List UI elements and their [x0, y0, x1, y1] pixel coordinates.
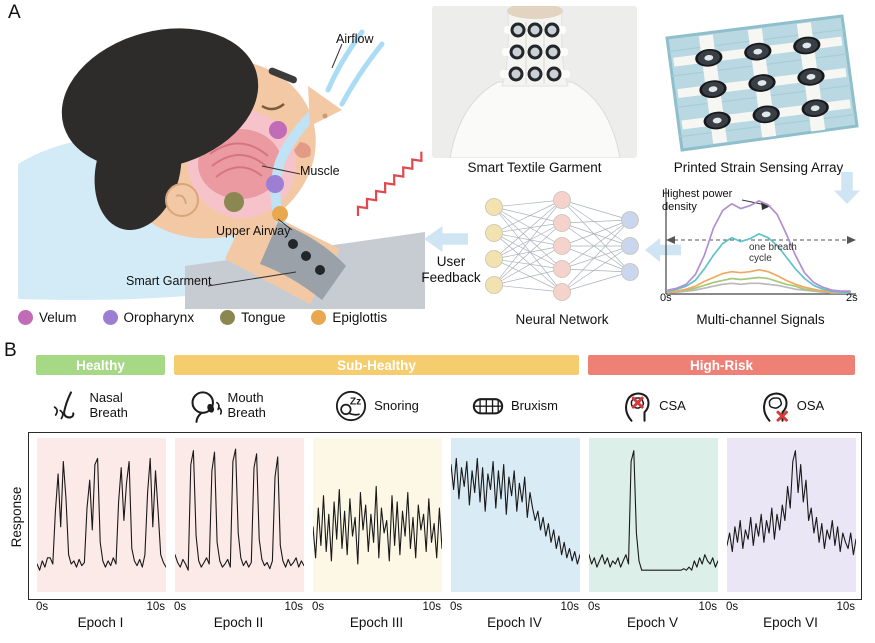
- brain-csa-icon: [625, 392, 650, 422]
- category-label: Sub-Healthy: [337, 357, 416, 373]
- x-start-tick: 0s: [450, 601, 463, 613]
- signals-caption: Multi-channel Signals: [696, 312, 825, 327]
- epoch-name: Epoch V: [626, 615, 679, 630]
- condition-label: Snoring: [374, 397, 419, 413]
- x-start-tick: 0s: [312, 601, 325, 613]
- condition-label: OSA: [796, 397, 825, 413]
- x-end-tick: 10s: [698, 601, 717, 613]
- epoch-plot-box: Response: [9, 432, 862, 600]
- category-sub-healthy: Sub-Healthy: [174, 355, 579, 375]
- epoch-1-footer: 0s 10s Epoch I: [36, 601, 165, 630]
- garment-photo-art: [432, 6, 637, 158]
- muscle-label: Muscle: [300, 164, 340, 178]
- epoch-6-waveform: [727, 438, 856, 592]
- x-end-tick: 10s: [560, 601, 579, 613]
- snoring-icon: Zz: [336, 390, 367, 422]
- nose-icon: [53, 391, 74, 420]
- x-end-tick: 10s: [284, 601, 303, 613]
- sleeping-head-anatomy-illustration: [18, 28, 425, 309]
- epoch-3-waveform: [313, 438, 442, 592]
- wireless-signal-icon: [356, 151, 423, 217]
- multichannel-signals-chart: [665, 188, 856, 295]
- epoch-2-footer: 0s 10s Epoch II: [174, 601, 303, 630]
- nn-caption: Neural Network: [515, 312, 609, 327]
- tongue-dot-icon: [220, 310, 236, 325]
- epoch-name: Epoch VI: [763, 615, 818, 630]
- anatomy-legend: Velum Oropharynx Tongue Epiglottis: [18, 310, 387, 325]
- condition-nasal-breath: Nasal Breath: [36, 383, 165, 429]
- category-high-risk: High-Risk: [588, 355, 855, 375]
- airway-osa-icon: [762, 392, 788, 422]
- mouth-breath-icon: [191, 391, 222, 423]
- panel-a-label: A: [8, 2, 21, 23]
- velum-region: [269, 121, 287, 139]
- flow-arrow-feedback-icon: [424, 226, 468, 252]
- epoch-4-footer: 0s 10s Epoch IV: [450, 601, 579, 630]
- legend-label: Epiglottis: [332, 310, 388, 325]
- mc-x-start: 0s: [660, 292, 672, 304]
- epoch-name: Epoch II: [213, 615, 264, 630]
- array-art: [665, 14, 859, 152]
- condition-mouth-breath: Mouth Breath: [174, 383, 303, 429]
- condition-osa: OSA: [726, 383, 855, 429]
- epoch-1-waveform: [37, 438, 166, 592]
- legend-item-tongue: Tongue: [220, 310, 285, 325]
- condition-csa: CSA: [588, 383, 717, 429]
- teeth-icon: [472, 398, 504, 415]
- x-start-tick: 0s: [36, 601, 49, 613]
- category-label: Healthy: [76, 357, 125, 373]
- x-start-tick: 0s: [726, 601, 739, 613]
- condition-bruxism: Bruxism: [450, 383, 579, 429]
- smart-garment-label: Smart Garment: [126, 274, 212, 288]
- epoch-6-footer: 0s 10s Epoch VI: [726, 601, 855, 630]
- legend-label: Tongue: [241, 310, 286, 325]
- legend-item-oropharynx: Oropharynx: [102, 310, 195, 325]
- epiglottis-dot-icon: [311, 310, 327, 325]
- legend-label: Velum: [39, 310, 77, 325]
- garment-caption: Smart Textile Garment: [467, 160, 602, 175]
- response-axis-label: Response: [9, 486, 24, 548]
- legend-item-velum: Velum: [18, 310, 77, 325]
- condition-label: CSA: [659, 397, 686, 413]
- svg-text:Zz: Zz: [350, 396, 361, 407]
- panel-b-label: B: [4, 340, 17, 361]
- epoch-5-footer: 0s 10s Epoch V: [588, 601, 717, 630]
- epoch-5-waveform: [589, 438, 718, 592]
- epoch-name: Epoch I: [77, 615, 124, 630]
- strain-sensing-array-photo: [652, 8, 865, 158]
- neural-network-diagram: [485, 191, 639, 301]
- velum-dot-icon: [18, 310, 33, 325]
- smart-textile-garment-photo: [432, 6, 637, 158]
- mc-x-end: 2s: [846, 292, 858, 304]
- airflow-label: Airflow: [336, 32, 374, 46]
- epoch-4-waveform: [451, 438, 580, 592]
- condition-snoring: Zz Snoring: [312, 383, 441, 429]
- condition-label: Mouth Breath: [227, 390, 266, 420]
- legend-item-epiglottis: Epiglottis: [311, 310, 387, 325]
- tongue-region: [224, 192, 244, 212]
- array-caption: Printed Strain Sensing Array: [673, 160, 844, 175]
- condition-label: Bruxism: [511, 397, 558, 413]
- highest-power-density-annotation: Highest power density: [662, 188, 733, 213]
- x-end-tick: 10s: [146, 601, 165, 613]
- epoch-2-waveform: [175, 438, 304, 592]
- oropharynx-dot-icon: [102, 310, 118, 325]
- epoch-3-footer: 0s 10s Epoch III: [312, 601, 441, 630]
- user-feedback-label: User Feedback: [421, 254, 481, 286]
- category-healthy: Healthy: [36, 355, 165, 375]
- epoch-name: Epoch III: [349, 615, 404, 630]
- category-label: High-Risk: [689, 357, 753, 373]
- epoch-name: Epoch IV: [487, 615, 542, 630]
- x-end-tick: 10s: [836, 601, 855, 613]
- x-start-tick: 0s: [588, 601, 601, 613]
- legend-label: Oropharynx: [123, 310, 195, 325]
- condition-label: Nasal Breath: [89, 390, 128, 420]
- x-end-tick: 10s: [422, 601, 441, 613]
- x-start-tick: 0s: [174, 601, 187, 613]
- epiglottis-region: [272, 206, 288, 222]
- upper-airway-label: Upper Airway: [216, 224, 291, 238]
- oropharynx-region: [266, 175, 284, 193]
- one-breath-cycle-annotation: one breath cycle: [749, 242, 797, 264]
